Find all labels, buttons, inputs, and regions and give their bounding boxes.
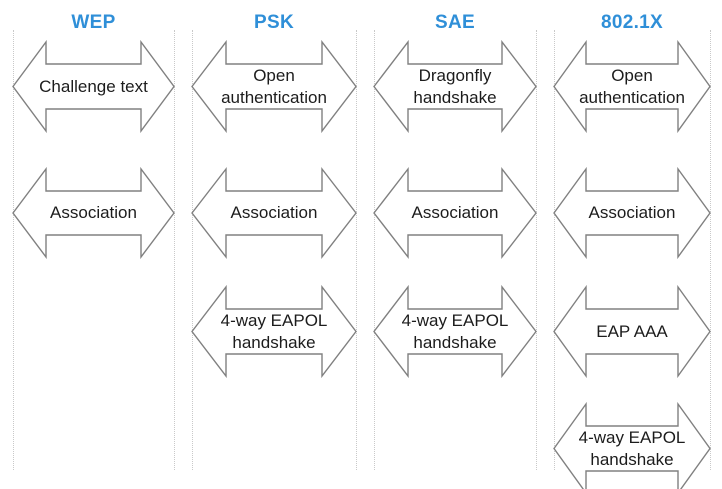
arrow-8021x-4way-eapol-handshake: 4-way EAPOL handshake <box>553 401 711 489</box>
divider-line-psk-left <box>192 30 193 470</box>
divider-line-right-edge <box>710 30 711 470</box>
double-arrow-shape <box>191 284 357 379</box>
arrow-psk-open-authentication: Open authentication <box>191 39 357 134</box>
double-arrow-shape <box>12 166 175 260</box>
column-header-8021x: 802.1X <box>600 12 664 33</box>
arrow-wep-association: Association <box>12 166 175 260</box>
arrow-8021x-open-authentication: Open authentication <box>553 39 711 134</box>
double-arrow-shape <box>373 166 537 260</box>
divider-line-left-edge <box>13 30 14 470</box>
double-arrow-shape <box>373 284 537 379</box>
double-arrow-shape <box>191 166 357 260</box>
arrow-sae-4way-eapol-handshake: 4-way EAPOL handshake <box>373 284 537 379</box>
arrow-psk-4way-eapol-handshake: 4-way EAPOL handshake <box>191 284 357 379</box>
double-arrow-shape <box>553 284 711 379</box>
divider-line-wep-right <box>174 30 175 470</box>
column-header-psk: PSK <box>254 12 294 33</box>
arrow-8021x-eap-aaa: EAP AAA <box>553 284 711 379</box>
double-arrow-shape <box>553 401 711 489</box>
arrow-wep-challenge-text: Challenge text <box>12 39 175 134</box>
arrow-8021x-association: Association <box>553 166 711 260</box>
arrow-sae-dragonfly-handshake: Dragonfly handshake <box>373 39 537 134</box>
double-arrow-shape <box>373 39 537 134</box>
divider-line-sae-right <box>536 30 537 470</box>
arrow-sae-association: Association <box>373 166 537 260</box>
divider-line-psk-right <box>356 30 357 470</box>
double-arrow-shape <box>12 39 175 134</box>
double-arrow-shape <box>553 166 711 260</box>
divider-line-sae-left <box>374 30 375 470</box>
double-arrow-shape <box>191 39 357 134</box>
divider-line-8021x-left <box>554 30 555 470</box>
column-header-wep: WEP <box>71 12 116 33</box>
column-header-sae: SAE <box>435 12 475 33</box>
arrow-psk-association: Association <box>191 166 357 260</box>
double-arrow-shape <box>553 39 711 134</box>
